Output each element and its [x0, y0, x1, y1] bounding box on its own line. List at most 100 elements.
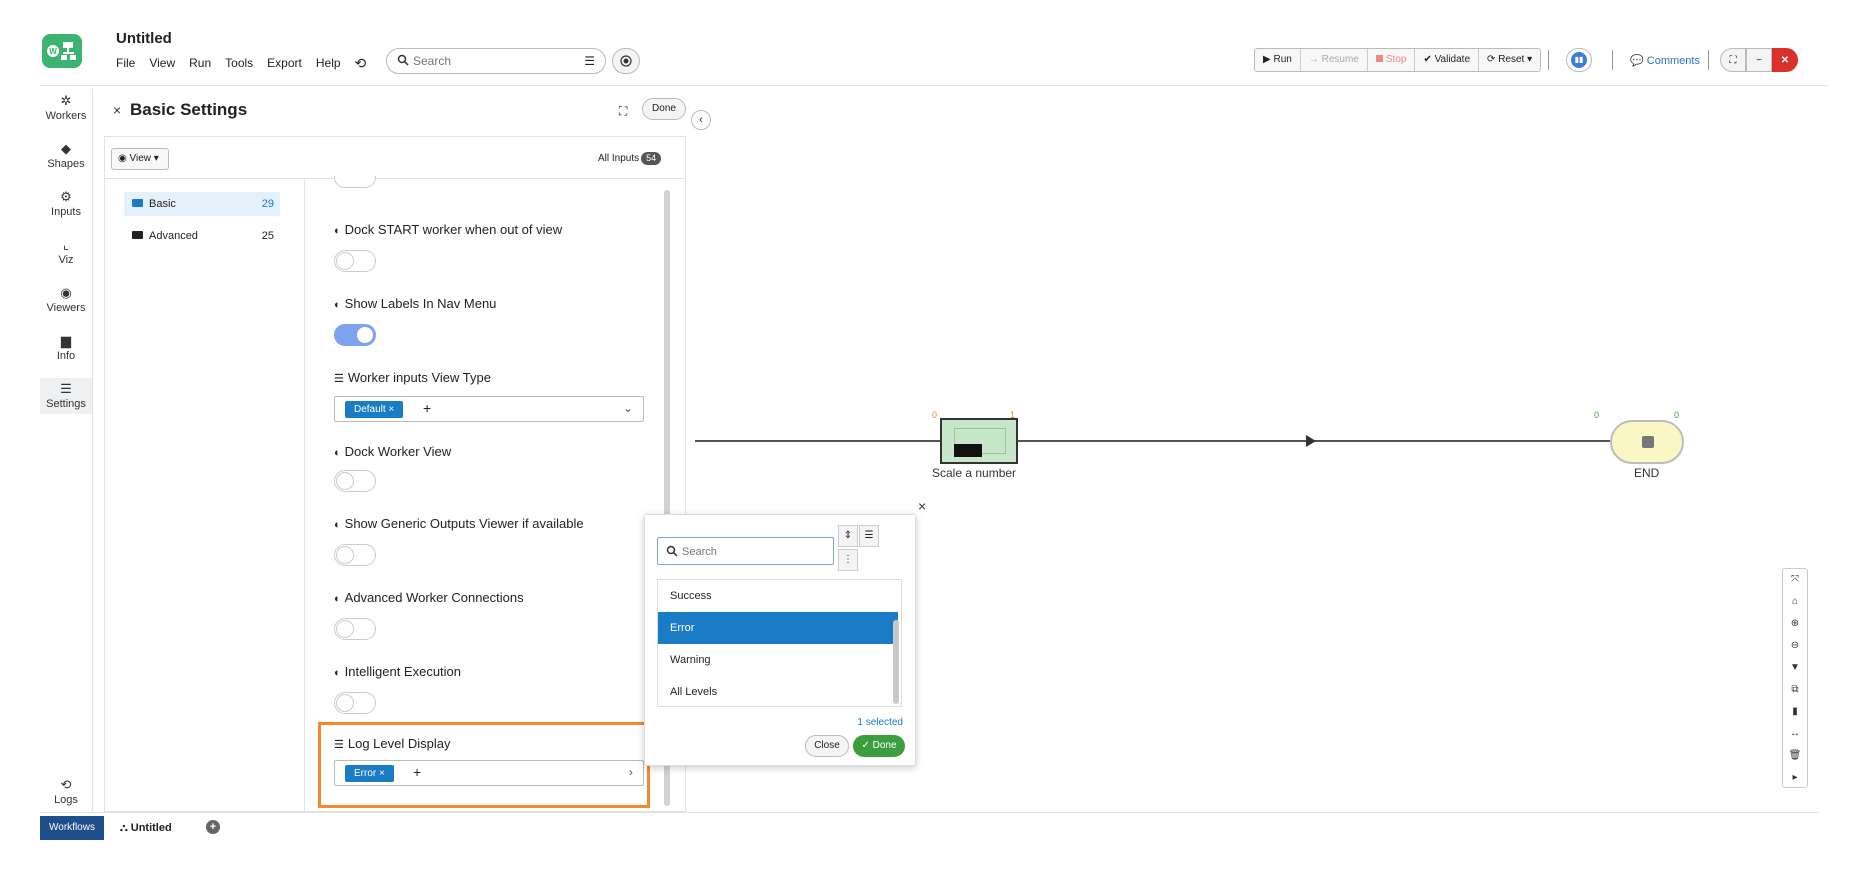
- toggle-dock-start[interactable]: [334, 250, 376, 272]
- filter-icon[interactable]: ☰: [584, 54, 595, 68]
- close-window-button[interactable]: ✕: [1772, 48, 1798, 72]
- nav-workers[interactable]: ✲ Workers: [40, 94, 92, 123]
- header-divider: [40, 85, 1828, 86]
- option-success[interactable]: Success: [670, 590, 712, 602]
- fullscreen-button[interactable]: ⛶: [1720, 48, 1746, 72]
- toggle-previous[interactable]: [334, 176, 376, 188]
- analytics-button[interactable]: ▮▮: [1566, 48, 1592, 72]
- scale-number-node[interactable]: [940, 418, 1018, 464]
- remove-tag-icon[interactable]: ×: [388, 404, 395, 415]
- popup-done-button[interactable]: ✓ Done: [853, 735, 905, 757]
- file-icon: ▆: [61, 333, 71, 348]
- menu-help[interactable]: Help: [315, 56, 341, 70]
- menu-tools[interactable]: Tools: [225, 56, 254, 70]
- sort-button[interactable]: ⇕: [838, 525, 858, 547]
- scale-input-port[interactable]: 0: [932, 410, 938, 420]
- validate-button[interactable]: ✔ Validate: [1415, 49, 1480, 71]
- toggle-intelligent-execution[interactable]: [334, 692, 376, 714]
- chevron-down-icon[interactable]: ⌄: [622, 401, 633, 415]
- remove-tag-icon[interactable]: ×: [379, 768, 385, 779]
- popup-close-icon[interactable]: ×: [918, 498, 927, 514]
- option-all-levels[interactable]: All Levels: [670, 686, 718, 698]
- add-workflow-button[interactable]: +: [206, 820, 220, 834]
- toggle-generic-outputs[interactable]: [334, 544, 376, 566]
- popup-search: [657, 537, 834, 565]
- expand-icon[interactable]: ⛶: [619, 104, 628, 118]
- collapse-panel-button[interactable]: ‹: [691, 110, 711, 130]
- options-scrollbar[interactable]: [893, 620, 899, 704]
- nav-info[interactable]: ▆ Info: [40, 333, 92, 363]
- search-options-button[interactable]: [612, 48, 640, 74]
- workflow-tab-untitled[interactable]: ⛬ Untitled: [120, 822, 172, 834]
- home-icon[interactable]: ⌂: [1791, 596, 1799, 607]
- nav-viewers[interactable]: ◉ Viewers: [40, 285, 92, 315]
- toggle-advanced-connections[interactable]: [334, 618, 376, 640]
- add-icon[interactable]: +: [423, 400, 432, 416]
- chart-icon: ⌞: [62, 237, 70, 252]
- reset-button[interactable]: ⟳ Reset ▾: [1487, 54, 1533, 65]
- zoom-in-icon[interactable]: ⊕: [1790, 618, 1800, 629]
- filter-button[interactable]: ☰: [859, 525, 879, 547]
- more-button[interactable]: ⋮: [838, 549, 858, 571]
- category-basic[interactable]: Basic 29: [124, 192, 280, 216]
- stop-button[interactable]: Stop: [1368, 49, 1416, 71]
- minimize-button[interactable]: −: [1746, 48, 1772, 72]
- setting-log-level-label: ☰Log Level Display: [334, 736, 451, 751]
- popup-close-button[interactable]: Close: [805, 735, 849, 757]
- panel-done-button[interactable]: Done: [642, 98, 686, 120]
- log-level-tag[interactable]: Error ×: [345, 765, 394, 782]
- end-input-port[interactable]: 0: [1594, 410, 1600, 420]
- nav-settings[interactable]: ☰ Settings: [40, 378, 92, 414]
- header-search-input[interactable]: [411, 52, 561, 70]
- view-type-tag[interactable]: Default ×: [345, 401, 404, 418]
- left-nav: ✲ Workers ◆ Shapes ⚙ Inputs ⌞ Viz ◉ View…: [40, 90, 92, 812]
- resume-icon: →: [1308, 54, 1319, 65]
- option-error[interactable]: Error: [658, 612, 898, 644]
- scale-output-port[interactable]: 1: [1010, 410, 1016, 420]
- toggle-dock-worker[interactable]: [334, 470, 376, 492]
- add-icon[interactable]: +: [413, 764, 422, 780]
- zoom-out-icon[interactable]: ⊖: [1790, 640, 1800, 651]
- panel-title: Basic Settings: [130, 100, 248, 119]
- resume-button[interactable]: → Resume: [1301, 49, 1368, 71]
- menu-file[interactable]: File: [116, 56, 136, 70]
- workflows-tab[interactable]: Workflows: [40, 816, 104, 840]
- toggle-show-labels[interactable]: [334, 324, 376, 346]
- nav-viz[interactable]: ⌞ Viz: [40, 237, 92, 267]
- app-logo[interactable]: W: [42, 34, 82, 68]
- nav-shapes[interactable]: ◆ Shapes: [40, 142, 92, 171]
- menu-view[interactable]: View: [149, 56, 176, 70]
- menubar: File View Run Tools Export Help ⟲: [116, 54, 366, 72]
- category-advanced[interactable]: Advanced 25: [124, 224, 280, 248]
- canvas-tools: ⤧ ⌂ ⊕ ⊖ ▼ ⧉ ▮ ↔ 🗑 ▸: [1782, 568, 1808, 788]
- menu-run[interactable]: Run: [189, 56, 212, 70]
- view-dropdown[interactable]: ◉ View ▾: [111, 148, 169, 170]
- view-type-select[interactable]: Default × + ⌄: [334, 396, 644, 422]
- menu-export[interactable]: Export: [267, 56, 302, 70]
- copy-icon[interactable]: ⧉: [1791, 684, 1799, 695]
- option-warning[interactable]: Warning: [670, 654, 711, 666]
- chevron-right-icon[interactable]: ›: [629, 765, 633, 779]
- target-icon: [620, 55, 632, 67]
- nav-logs[interactable]: ⟲ Logs: [40, 778, 92, 807]
- filter-icon[interactable]: ▼: [1790, 662, 1800, 673]
- width-icon[interactable]: ↔: [1790, 728, 1800, 739]
- pointer-icon[interactable]: ▸: [1792, 772, 1798, 783]
- bar-chart-icon[interactable]: ▮: [1792, 706, 1798, 717]
- arrow-head-icon: [1306, 435, 1316, 447]
- fit-icon[interactable]: ⤧: [1791, 574, 1799, 585]
- comments-link[interactable]: 💬 Comments: [1630, 55, 1700, 67]
- log-level-select[interactable]: Error × + ›: [334, 760, 644, 786]
- trash-icon[interactable]: 🗑: [1788, 750, 1802, 761]
- end-node[interactable]: [1610, 420, 1684, 464]
- close-panel-icon[interactable]: ×: [113, 102, 122, 118]
- run-button[interactable]: ▶ Run: [1255, 49, 1301, 71]
- popup-search-input[interactable]: [680, 543, 820, 561]
- history-icon[interactable]: ⟲: [354, 54, 367, 71]
- eye-icon: ◉: [60, 285, 72, 300]
- end-output-port[interactable]: 0: [1674, 410, 1680, 420]
- nav-inputs[interactable]: ⚙ Inputs: [40, 190, 92, 219]
- folder-icon: [132, 199, 143, 208]
- panel-scrollbar[interactable]: [664, 190, 670, 806]
